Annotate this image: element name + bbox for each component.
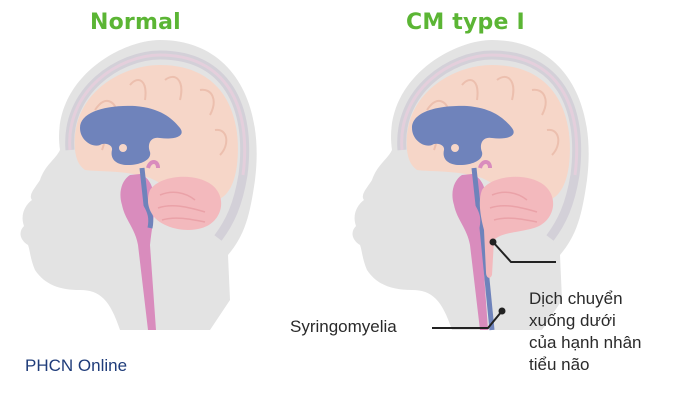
lateral-ventricle bbox=[412, 105, 514, 165]
watermark: PHCN Online bbox=[25, 356, 128, 375]
tonsil-pointer bbox=[489, 238, 556, 263]
chiari-head-illustration bbox=[352, 40, 589, 331]
tonsil-label-line: xuống dưới bbox=[529, 311, 616, 330]
herniated-cerebellum bbox=[479, 176, 554, 278]
panel-title-cm-type-i: CM type I bbox=[406, 10, 525, 35]
tonsillar-herniation-label: Dịch chuyển xuống dưới của hạnh nhân tiể… bbox=[529, 288, 674, 376]
cerebellum bbox=[147, 176, 222, 230]
tonsil-label-line: Dịch chuyển bbox=[529, 289, 623, 308]
normal-head-illustration bbox=[20, 40, 257, 330]
syringomyelia-label: Syringomyelia bbox=[290, 317, 397, 336]
brainstem bbox=[120, 160, 160, 330]
syringomyelia-pointer bbox=[432, 307, 506, 329]
panel-title-normal: Normal bbox=[90, 10, 181, 35]
tonsil-label-line: của hạnh nhân bbox=[529, 333, 642, 352]
skull bbox=[397, 50, 582, 241]
tonsil-label-line: tiểu não bbox=[529, 355, 590, 374]
skull bbox=[65, 50, 250, 241]
lateral-ventricle bbox=[80, 105, 182, 165]
